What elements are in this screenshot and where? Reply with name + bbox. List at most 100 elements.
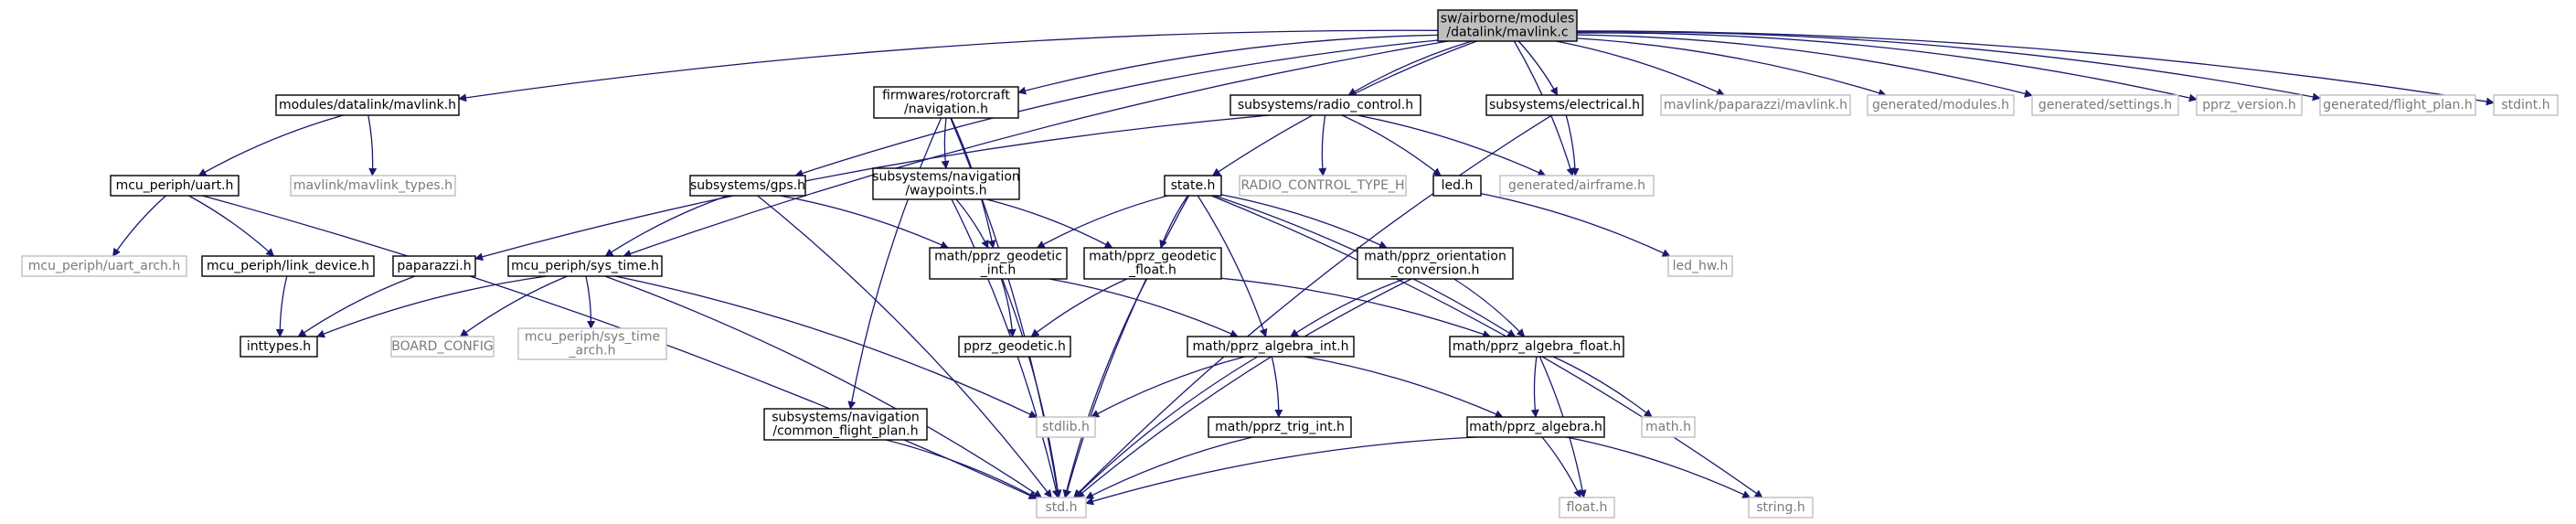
node-box: [2031, 94, 2179, 116]
node-paparazzi-h[interactable]: paparazzi.h: [392, 255, 476, 277]
node-label: state.h: [1171, 178, 1216, 193]
node-orientation-h[interactable]: math/pprz_orientation_conversion.h: [1357, 247, 1514, 280]
edge-firmwares_nav_h-to-waypoints_h: [941, 117, 950, 169]
edge-firmwares_nav_h-to-common_flight_plan_h: [847, 117, 942, 410]
node-algebra-float-h[interactable]: math/pprz_algebra_float.h: [1449, 336, 1624, 358]
node-pprz-algebra-h[interactable]: math/pprz_algebra.h: [1466, 416, 1605, 438]
edge-algebra_int_h-to-stdlib_h: [1091, 356, 1246, 418]
node-box: [1660, 94, 1851, 116]
node-box: [290, 175, 456, 197]
edge-mavlink_c-to-firmwares_nav_h: [1017, 34, 1439, 95]
edge-sys_time_h-to-sys_time_arch_h: [585, 275, 596, 329]
nodes-layer: sw/airborne/modules/datalink/mavlink.c mo…: [21, 9, 2559, 519]
node-label: RADIO_CONTROL_TYPE_H: [1241, 178, 1405, 193]
node-box: [275, 94, 460, 116]
edge-gps_h-to-geodetic_int_h: [780, 195, 950, 249]
node-box: [1748, 497, 1814, 519]
node-common-flight-plan-h[interactable]: subsystems/navigation/common_flight_plan…: [763, 408, 928, 441]
node-box: [1187, 336, 1355, 358]
node-box: [689, 175, 806, 197]
node-gps-h[interactable]: subsystems/gps.h: [689, 175, 806, 197]
node-box: [201, 255, 375, 277]
node-box: [873, 86, 1019, 119]
node-geodetic-int-h[interactable]: math/pprz_geodetic_int.h: [929, 247, 1068, 280]
edge-modules_mavlink_h-to-uart_h: [197, 114, 344, 176]
edge-paparazzi_h-to-inttypes_h: [297, 275, 416, 337]
node-radio-control-type-h: RADIO_CONTROL_TYPE_H: [1239, 175, 1407, 197]
edge-mavlink_c-to-paparazzi_mavlink_h: [1555, 40, 1726, 96]
edge-state_h-to-string_h: [1210, 195, 1763, 498]
node-box: [2196, 94, 2303, 116]
node-box: [2493, 94, 2559, 116]
edge-geodetic_float_h-to-algebra_float_h: [1220, 277, 1492, 338]
node-algebra-int-h[interactable]: math/pprz_algebra_int.h: [1187, 336, 1355, 358]
node-uart-h[interactable]: mcu_periph/uart.h: [110, 175, 240, 197]
node-led-h[interactable]: led.h: [1432, 175, 1482, 197]
node-pprz-geodetic-h[interactable]: pprz_geodetic.h: [958, 336, 1071, 358]
node-electrical-h[interactable]: subsystems/electrical.h: [1485, 94, 1644, 116]
node-label: math/pprz_algebra_float.h: [1453, 339, 1621, 354]
node-sys-time-h[interactable]: mcu_periph/sys_time.h: [507, 255, 663, 277]
node-box: [1208, 416, 1352, 438]
node-box: [1667, 255, 1733, 277]
node-box: [1164, 175, 1222, 197]
node-box: [763, 408, 928, 441]
node-modules-mavlink-h[interactable]: modules/datalink/mavlink.h: [275, 94, 460, 116]
node-box: [2319, 94, 2476, 116]
edge-geodetic_int_h-to-std_h: [1001, 278, 1062, 498]
node-mavlink-types-h: mavlink/mavlink_types.h: [290, 175, 456, 197]
node-label: mcu_periph/sys_time: [525, 330, 660, 345]
edges-layer: [112, 29, 2495, 506]
edge-radio_control_h-to-led_h: [1341, 114, 1442, 176]
node-label: _float.h: [1128, 263, 1176, 278]
edge-pprz_algebra_h-to-float_h: [1541, 436, 1581, 498]
edge-mavlink_c-to-radio_control_h: [1347, 40, 1473, 96]
edge-radio_control_h-to-radio_control_type_h: [1318, 114, 1327, 176]
node-label: mavlink/paparazzi/mavlink.h: [1664, 98, 1847, 112]
node-box: [390, 336, 495, 358]
node-firmwares-nav-h[interactable]: firmwares/rotorcraft/navigation.h: [873, 86, 1019, 119]
edge-orientation_h-to-std_h: [1076, 278, 1412, 498]
node-label: string.h: [1756, 500, 1805, 515]
node-mavlink-c[interactable]: sw/airborne/modules/datalink/mavlink.c: [1437, 9, 1578, 42]
edge-mavlink_c-to-generated_settings_h: [1576, 34, 2033, 98]
node-board-config: BOARD_CONFIG: [390, 336, 495, 358]
node-label: generated/modules.h: [1872, 98, 2009, 112]
node-box: [1641, 416, 1696, 438]
node-stdint-h: stdint.h: [2493, 94, 2559, 116]
node-box: [1083, 247, 1222, 280]
node-waypoints-h[interactable]: subsystems/navigation/waypoints.h: [872, 167, 1020, 200]
edge-common_flight_plan_h-to-std_h: [885, 439, 1038, 499]
node-label: generated/settings.h: [2038, 98, 2172, 112]
edge-mavlink_c-to-pprz_version_h: [1576, 32, 2198, 102]
node-box: [1036, 497, 1087, 519]
edge-gps_h-to-sys_time_h: [604, 195, 729, 257]
node-box: [1499, 175, 1655, 197]
edge-mavlink_c-to-stdint_h: [1576, 30, 2495, 106]
node-geodetic-float-h[interactable]: math/pprz_geodetic_float.h: [1083, 247, 1222, 280]
edge-electrical_h-to-generated_airframe_h: [1565, 114, 1580, 176]
edge-mavlink_c-to-electrical_h: [1517, 40, 1559, 96]
node-float-h: float.h: [1559, 497, 1615, 519]
node-box: [1867, 94, 2015, 116]
edge-mavlink_c-to-modules_mavlink_h: [458, 29, 1439, 102]
node-label: generated/airframe.h: [1508, 178, 1645, 193]
node-state-h[interactable]: state.h: [1164, 175, 1222, 197]
node-label: paparazzi.h: [397, 259, 471, 273]
node-label: /common_flight_plan.h: [772, 424, 918, 439]
node-radio-control-h[interactable]: subsystems/radio_control.h: [1229, 94, 1421, 116]
node-label: subsystems/electrical.h: [1489, 98, 1640, 112]
edge-algebra_float_h-to-pprz_algebra_h: [1530, 356, 1539, 418]
node-label: _int.h: [980, 263, 1017, 278]
node-trig-int-h[interactable]: math/pprz_trig_int.h: [1208, 416, 1352, 438]
edge-algebra_int_h-to-pprz_algebra_h: [1304, 356, 1504, 418]
node-link-device-h[interactable]: mcu_periph/link_device.h: [201, 255, 375, 277]
node-label: pprz_version.h: [2202, 98, 2295, 112]
node-label: inttypes.h: [247, 339, 311, 354]
node-label: math/pprz_geodetic: [1089, 250, 1217, 264]
edge-uart_h-to-uart_arch_h: [112, 195, 166, 257]
edge-waypoints_h-to-geodetic_float_h: [986, 198, 1113, 249]
node-box: [1466, 416, 1605, 438]
node-inttypes-h[interactable]: inttypes.h: [240, 336, 318, 358]
node-box: [1239, 175, 1407, 197]
